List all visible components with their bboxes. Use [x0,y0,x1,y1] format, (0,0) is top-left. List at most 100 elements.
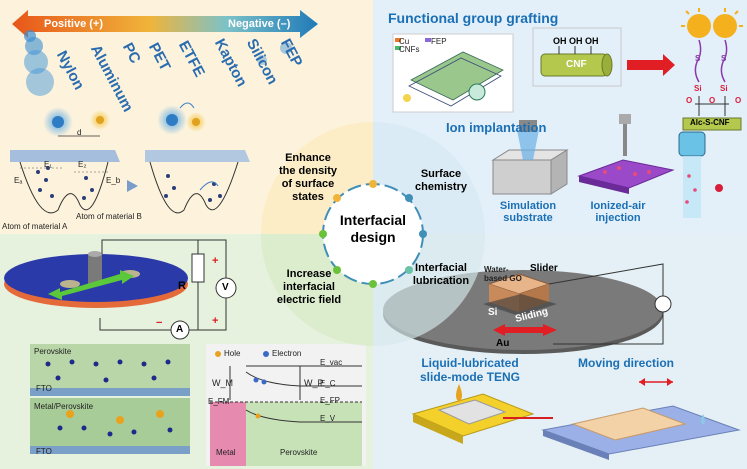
ionized-air-line-1: Ionized-air [590,200,646,212]
reaction-arrow-icon [627,54,675,76]
enhance-line-1: Enhance [285,152,331,164]
electron-label: Electron [272,349,302,358]
ring-dot-7 [319,230,327,238]
potential-well-right [145,150,250,162]
wm-label: W_M [212,378,233,388]
ammeter-label: A [176,324,184,335]
sliding-arrow-icon [493,324,557,336]
water-go-label: Water- based GO [484,265,522,283]
alc-s-cnf-label: Alc-S-CNF [690,118,730,127]
enhance-label: Enhance the density of surface states [266,152,350,204]
ec-label: E_C [320,379,336,388]
functional-group-title: Functional group grafting [388,10,559,26]
alc-molecule-icon [681,8,743,131]
ion-implantation-title: Ion implantation [446,120,547,135]
water-line-2: based GO [484,274,522,283]
simulation-line-1: Simulation [499,200,557,212]
legend-fep: FEP [431,37,447,46]
center-title: Interfacial design [323,212,423,246]
distance-label: d [77,128,82,137]
legend-cu: Cu [399,37,410,46]
interfacial-lubrication-label: Interfacial lubrication [404,262,478,288]
triboelectric-graphics [10,10,318,214]
chem-o-3: O [735,96,742,105]
surface-line-2: chemistry [415,181,467,193]
cnf-label: CNF [566,59,587,70]
enhance-line-2: the density [278,165,338,177]
energy-label-a: Eₐ [14,176,23,185]
water-line-1: Water- [484,265,509,274]
si-label: Si [488,307,498,318]
voltmeter-label: V [222,282,229,293]
center-title-line-2: design [350,229,396,245]
teng-line-2: slide-mode TENG [419,370,520,384]
ring-dot-1 [369,180,377,188]
bulb-icon [403,94,411,102]
svg-text:+: + [212,255,218,267]
surface-chemistry-label: Surface chemistry [406,168,476,194]
triboelectric-arrow [12,10,318,38]
moving-direction-label: Moving direction [578,356,674,370]
metal-label: Metal [216,448,236,457]
ring-dot-3 [419,230,427,238]
surface-chemistry-graphics [392,8,743,218]
field-line-1: Increase [286,268,332,280]
perovskite-label: Perovskite [34,347,72,356]
perovskite-band-block [246,402,362,466]
atom-a-label: Atom of material A [2,222,68,231]
svg-text:+: + [212,315,218,327]
center-ring [261,122,485,346]
metal-perovskite-label: Metal/Perovskite [34,402,94,411]
oh-label-2: OH [569,36,583,46]
teng-label: Liquid-lubricated slide-mode TENG [410,356,530,384]
oh-label-3: OH [585,36,599,46]
metal-band-block [210,402,246,466]
meter-icon [654,295,672,313]
chem-o-1: O [686,96,693,105]
resistor-icon [191,253,205,283]
ring-dot-5 [369,280,377,288]
simulation-substrate-label: Simulation substrate [496,200,560,224]
ring-dot-8 [333,194,341,202]
chem-si-2: Si [720,84,728,93]
electric-field-graphics: + + − [4,239,366,466]
atom-b-label: Atom of material B [76,212,142,221]
au-label: Au [496,338,510,349]
increase-field-label: Increase interfacial electric field [262,268,356,307]
evac-label: E_vac [320,358,343,367]
ring-dot-4 [405,266,413,274]
ionized-air-line-2: injection [595,212,641,224]
chem-si-1: Si [694,84,702,93]
efm-label: E_FM [208,397,230,406]
droplet-icon [456,384,462,402]
surface-line-1: Surface [420,168,462,180]
simulation-line-2: substrate [503,212,553,224]
chem-s-1: S [695,54,701,63]
chem-s-2: S [721,54,727,63]
ring-dot-6 [333,266,341,274]
potential-well-left [10,150,120,162]
ionized-air-label: Ionized-air injection [580,200,656,224]
rotation-arrow-icon [48,270,134,300]
energy-label-1: E₁ [44,160,53,169]
slider-label: Slider [530,263,558,274]
ion-beam-tower-icon [678,131,706,157]
hole-label: Hole [224,349,241,358]
field-line-2: interfacial [283,281,335,293]
negative-label: Negative (–) [228,18,291,30]
chem-o-2: O [709,96,716,105]
energy-label-b: E_b [106,176,121,185]
wp-label: W_P [304,378,324,388]
perovskite-axis-label: Perovskite [280,448,318,457]
center-title-line-1: Interfacial [339,212,407,228]
oh-label-1: OH [553,36,567,46]
ev-label: E_V [320,414,336,423]
legend-cnfs: CNFs [399,45,420,54]
lubrication-line-2: lubrication [412,275,470,287]
enhance-line-3: of surface [281,178,335,190]
positive-label: Positive (+) [44,18,103,30]
metal-perovskite-panel [30,398,190,446]
svg-text:−: − [156,317,162,329]
efp-label: E_FP [320,396,341,405]
